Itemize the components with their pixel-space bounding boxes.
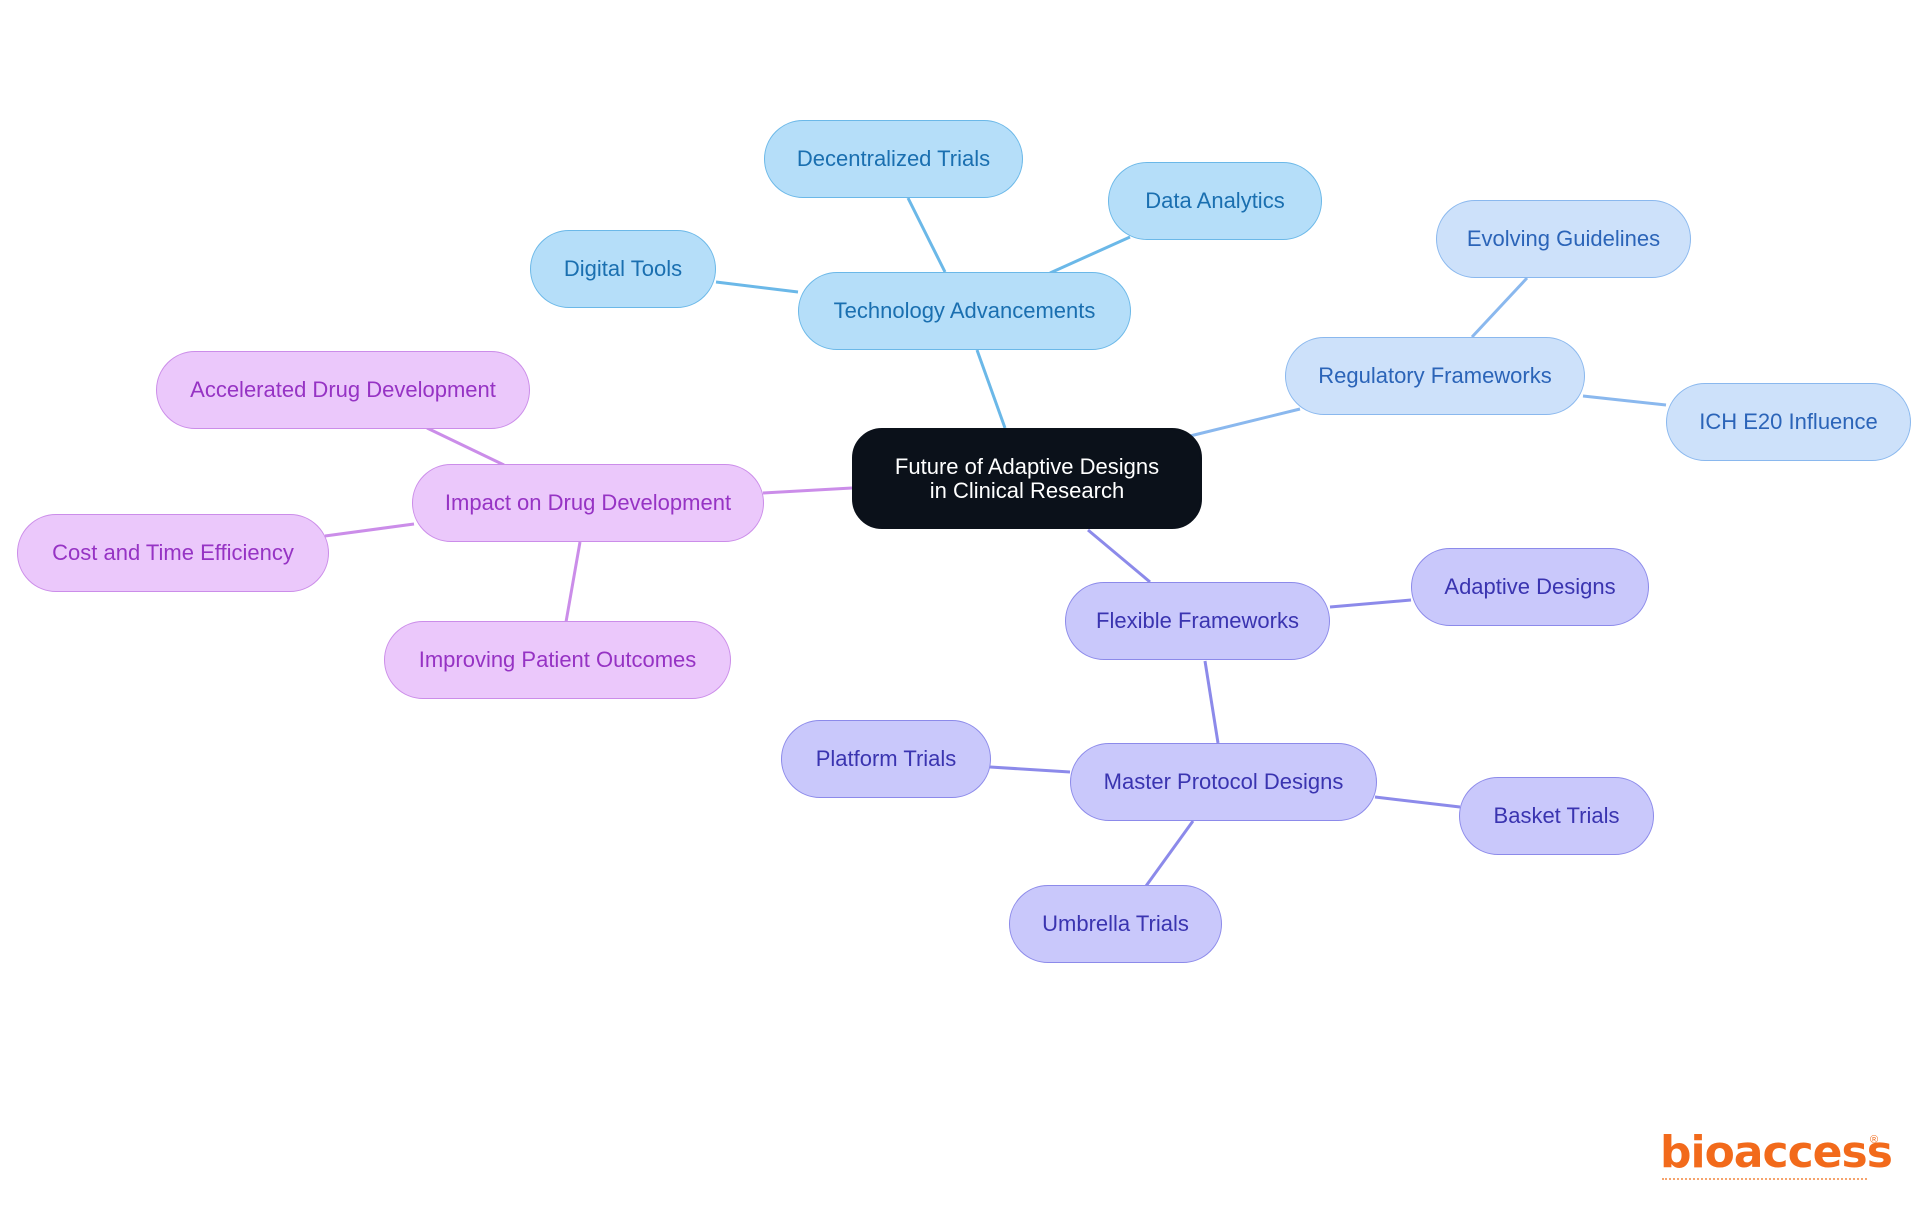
root-node: Future of Adaptive Designs in Clinical R… (852, 428, 1202, 529)
master-protocol-designs-node: Master Protocol Designs (1070, 743, 1377, 821)
edge-impact-outcomes (564, 541, 582, 623)
adaptive-designs-node: Adaptive Designs (1411, 548, 1649, 626)
edge-technology-digital (715, 280, 799, 294)
regulatory-frameworks-node: Regulatory Frameworks (1285, 337, 1585, 415)
impact-on-drug-development-node: Impact on Drug Development (412, 464, 764, 542)
improving-patient-outcomes-node: Improving Patient Outcomes (384, 621, 731, 699)
flexible-frameworks-node: Flexible Frameworks (1065, 582, 1330, 660)
edge-root-flexible (1087, 528, 1151, 584)
edge-regulatory-ich (1582, 394, 1667, 407)
logo-registered-mark: ® (1870, 1134, 1879, 1146)
edge-technology-analytics (1049, 235, 1131, 275)
logo-tagline-decoration (1662, 1178, 1867, 1183)
accelerated-drug-development-node: Accelerated Drug Development (156, 351, 530, 429)
edge-impact-accelerated (426, 426, 505, 467)
umbrella-trials-node: Umbrella Trials (1009, 885, 1222, 963)
evolving-guidelines-node: Evolving Guidelines (1436, 200, 1691, 278)
edge-technology-decentralized (906, 197, 947, 273)
decentralized-trials-node: Decentralized Trials (764, 120, 1023, 198)
basket-trials-node: Basket Trials (1459, 777, 1654, 855)
ich-e20-influence-node: ICH E20 Influence (1666, 383, 1911, 461)
logo-wordmark: bioaccess (1660, 1127, 1893, 1178)
edge-regulatory-evolving (1470, 276, 1529, 339)
platform-trials-node: Platform Trials (781, 720, 991, 798)
edge-root-technology (975, 349, 1007, 429)
digital-tools-node: Digital Tools (530, 230, 716, 308)
edge-flexible-adaptive (1329, 598, 1412, 609)
edge-master-basket (1374, 795, 1461, 809)
edge-master-platform (989, 765, 1071, 774)
edge-root-regulatory (1189, 407, 1301, 438)
edge-impact-cost (324, 522, 415, 538)
bioaccess-logo: bioaccess ® (1660, 1128, 1893, 1184)
edge-master-umbrella (1144, 820, 1195, 887)
data-analytics-node: Data Analytics (1108, 162, 1322, 240)
technology-advancements-node: Technology Advancements (798, 272, 1131, 350)
edge-root-impact (762, 486, 853, 495)
edge-flexible-master (1203, 660, 1220, 744)
cost-and-time-efficiency-node: Cost and Time Efficiency (17, 514, 329, 592)
